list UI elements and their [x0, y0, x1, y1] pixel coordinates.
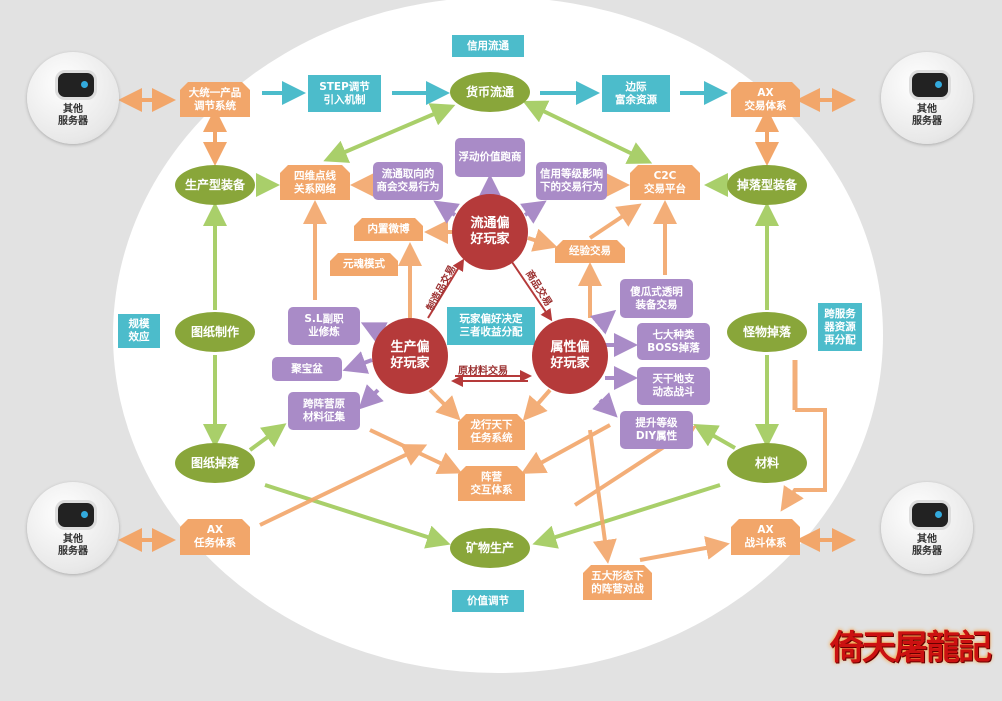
ax-task-node: AX 任务体系: [180, 519, 250, 555]
server-label: 其他 服务器: [912, 104, 942, 127]
step-node: STEP调节 引入机制: [308, 75, 381, 112]
attr-player-node: 属性偏 好玩家: [532, 318, 608, 394]
credit-level-node: 信用等级影响 下的交易行为: [536, 162, 607, 200]
cross-server-node: 跨服务 器资源 再分配: [818, 303, 862, 351]
prod-equip-node: 生产型装备: [175, 165, 255, 205]
camera-icon: [909, 500, 951, 530]
dragon-task-node: 龙行天下 任务系统: [458, 414, 525, 450]
other-server-top-right: 其他 服务器: [881, 52, 973, 144]
currency-node: 货币流通: [450, 72, 530, 112]
boss-drop-node: 七大种类 BOSS掉落: [637, 323, 710, 360]
mineral-node: 矿物生产: [450, 528, 530, 568]
camera-icon: [909, 70, 951, 100]
c2c-node: C2C 交易平台: [630, 165, 700, 200]
credit-flow-node: 信用流通: [452, 35, 524, 57]
decide-node: 玩家偏好决定 三者收益分配: [447, 307, 535, 345]
material-node: 材料: [727, 443, 807, 483]
camp-node: 阵营 交互体系: [458, 466, 525, 501]
drop-equip-node: 掉落型装备: [727, 165, 807, 205]
game-logo: 倚天屠龍記: [830, 628, 992, 668]
cross-camp-node: 跨阵营原 材料征集: [288, 392, 360, 430]
camera-icon: [55, 500, 97, 530]
monster-drop-node: 怪物掉落: [727, 312, 807, 352]
sl-node: S.L副职 业修炼: [288, 307, 360, 345]
server-label: 其他 服务器: [58, 534, 88, 557]
tiangan-node: 天干地支 动态战斗: [637, 367, 710, 405]
camera-icon: [55, 70, 97, 100]
weibo-node: 内置微博: [354, 218, 423, 241]
float-trade-node: 浮动价值跑商: [455, 138, 525, 177]
ax-battle-node: AX 战斗体系: [731, 519, 800, 555]
value-adjust-node: 价值调节: [452, 590, 524, 612]
scale-effect-node: 规模 效应: [118, 314, 160, 348]
diy-node: 提升等级 DIY属性: [620, 411, 693, 449]
treasure-node: 聚宝盆: [272, 357, 342, 381]
soul-node: 元魂模式: [330, 253, 398, 276]
unified-system-node: 大统一产品 调节系统: [180, 82, 250, 117]
raw-material-trade-label: 原材料交易: [458, 366, 508, 377]
server-label: 其他 服务器: [58, 104, 88, 127]
blueprint-make-node: 图纸制作: [175, 312, 255, 352]
blueprint-drop-node: 图纸掉落: [175, 443, 255, 483]
other-server-bottom-left: 其他 服务器: [27, 482, 119, 574]
marginal-resource-node: 边际 富余资源: [602, 75, 670, 112]
ax-trade-node: AX 交易体系: [731, 82, 800, 117]
other-server-bottom-right: 其他 服务器: [881, 482, 973, 574]
flow-player-node: 流通偏 好玩家: [452, 194, 528, 270]
guild-trade-node: 流通取向的 商会交易行为: [373, 162, 443, 200]
fool-trade-node: 傻瓜式透明 装备交易: [620, 279, 693, 318]
five-forms-node: 五大形态下 的阵营对战: [583, 565, 652, 600]
prod-player-node: 生产偏 好玩家: [372, 318, 448, 394]
server-label: 其他 服务器: [912, 534, 942, 557]
network-node: 四维点线 关系网络: [280, 165, 350, 200]
other-server-top-left: 其他 服务器: [27, 52, 119, 144]
exp-trade-node: 经验交易: [555, 240, 625, 263]
